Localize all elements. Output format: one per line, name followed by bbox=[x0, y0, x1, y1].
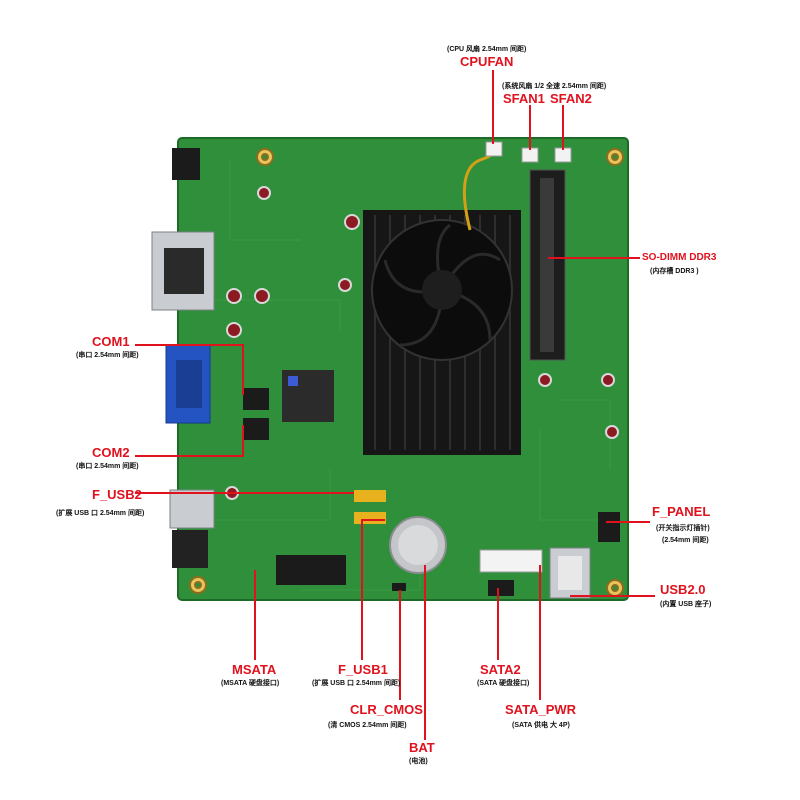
f-panel-label: F_PANEL bbox=[652, 504, 711, 519]
cpufan-desc: (CPU 风扇 2.54mm 间距) bbox=[447, 46, 527, 53]
cmos-battery-inner bbox=[398, 525, 438, 565]
com1-desc: (串口 2.54mm 间距) bbox=[76, 352, 139, 359]
sfan-desc: (系统风扇 1/2 全速 2.54mm 间距) bbox=[502, 83, 607, 90]
com2-line bbox=[135, 425, 244, 457]
dvi-port-inner bbox=[164, 248, 204, 294]
f-usb1-line bbox=[361, 519, 385, 660]
f-usb1-desc: (扩展 USB 口 2.54mm 间距) bbox=[312, 680, 401, 687]
sodimm-slot-inner bbox=[540, 178, 554, 352]
com2-header bbox=[243, 418, 269, 440]
sfan2-label: SFAN2 bbox=[550, 91, 592, 106]
sodimm-desc: (内存槽 DDR3 ) bbox=[650, 268, 699, 275]
msata-desc: (MSATA 硬盘接口) bbox=[221, 680, 280, 687]
com1-label: COM1 bbox=[92, 334, 130, 349]
sodimm-label: SO-DIMM DDR3 bbox=[642, 252, 717, 263]
sata-pwr-desc: (SATA 供电 大 4P) bbox=[512, 722, 570, 729]
sfan2-header bbox=[554, 147, 572, 163]
f-usb2-label: F_USB2 bbox=[92, 487, 142, 502]
usb20-desc: (内置 USB 座子) bbox=[660, 601, 712, 608]
f-usb2-header bbox=[354, 490, 386, 502]
cpufan-label: CPUFAN bbox=[460, 54, 514, 69]
mounting-holes bbox=[189, 148, 624, 597]
audio-jack bbox=[172, 530, 208, 568]
f-usb1-label: F_USB1 bbox=[338, 662, 388, 677]
sata-data-connector bbox=[488, 580, 514, 596]
clr-cmos-jumper bbox=[392, 583, 406, 591]
com2-label: COM2 bbox=[92, 445, 130, 460]
f-usb1-header bbox=[354, 512, 386, 524]
sata-pwr-label: SATA_PWR bbox=[505, 702, 577, 717]
com2-desc: (串口 2.54mm 间距) bbox=[76, 463, 139, 470]
io-chip-mark bbox=[288, 376, 298, 386]
cpufan-header bbox=[485, 141, 503, 157]
sfan1-header bbox=[521, 147, 539, 163]
msata-label: MSATA bbox=[232, 662, 277, 677]
sata2-label: SATA2 bbox=[480, 662, 521, 677]
msata-slot bbox=[276, 555, 346, 585]
usb20-connector-inner bbox=[558, 556, 582, 590]
f-panel-desc: (开关指示灯插针) bbox=[656, 525, 710, 532]
com1-header bbox=[243, 388, 269, 410]
callout-lines bbox=[135, 70, 655, 740]
cpu-fan-hub bbox=[422, 270, 462, 310]
bat-desc: (电池) bbox=[409, 758, 428, 765]
com1-line bbox=[135, 344, 244, 395]
f-panel-header bbox=[598, 512, 620, 542]
vga-port-inner bbox=[176, 360, 202, 408]
usb20-label: USB2.0 bbox=[660, 582, 706, 597]
clr-cmos-label: CLR_CMOS bbox=[350, 702, 423, 717]
sata-power-connector bbox=[479, 549, 543, 573]
power-jack bbox=[172, 148, 200, 180]
rear-usb-port bbox=[169, 489, 215, 529]
bat-label: BAT bbox=[409, 740, 435, 755]
f-usb2-desc: (扩展 USB 口 2.54mm 间距) bbox=[56, 510, 145, 517]
sfan1-label: SFAN1 bbox=[503, 91, 545, 106]
f-panel-desc2: (2.54mm 间距) bbox=[662, 537, 709, 544]
sata2-desc: (SATA 硬盘接口) bbox=[477, 680, 530, 687]
clr-cmos-desc: (清 CMOS 2.54mm 间距) bbox=[328, 722, 407, 729]
